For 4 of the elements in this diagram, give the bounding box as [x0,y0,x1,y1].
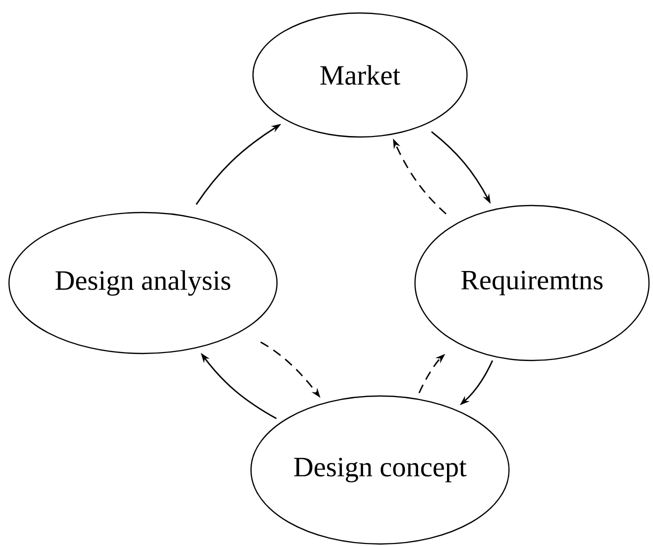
ellipse-node: Market [252,12,468,138]
ellipse-node: Requiremtns [414,204,650,362]
ellipse-node: Design concept [250,395,510,545]
ellipse-node: Design analysis [8,212,278,354]
